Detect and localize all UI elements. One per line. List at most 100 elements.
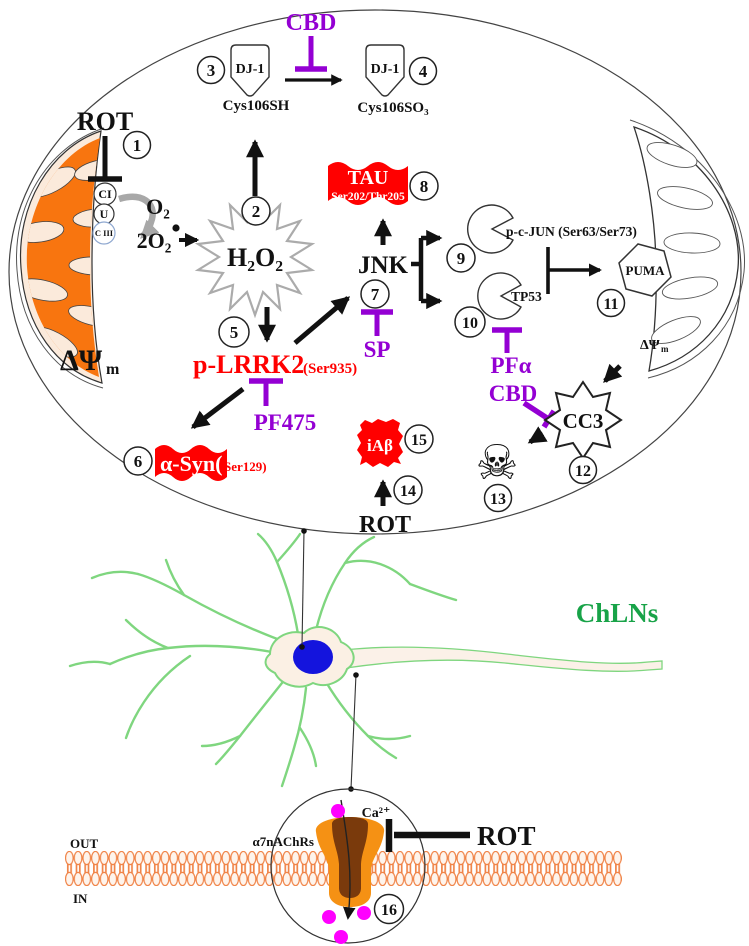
iab-node: iAβ ROT xyxy=(357,419,411,538)
puma-input-arrow xyxy=(546,247,602,294)
cys106sh-label: Cys106SH xyxy=(223,98,290,114)
rot-left-inhibitor: ROT xyxy=(77,107,133,182)
step-badge-3: 3 xyxy=(196,55,226,85)
step-badge-15: 15 xyxy=(404,424,434,454)
jnk-label: JNK xyxy=(358,252,409,279)
calcium-ions xyxy=(322,804,371,944)
asyn-flag xyxy=(155,445,227,481)
rot-left-label: ROT xyxy=(77,107,133,136)
asyn-label: α-Syn( xyxy=(160,451,222,476)
right-mito-cristae xyxy=(646,142,721,344)
puma-hexagon xyxy=(618,243,672,297)
sp-label: SP xyxy=(364,337,391,362)
grey-curved-arrow xyxy=(118,193,160,240)
out-label: OUT xyxy=(70,836,99,851)
tau-node: TAU Ser202/Thr205 xyxy=(328,162,408,205)
dj1-left-label: DJ-1 xyxy=(236,62,265,77)
arrow-mito-to-cc3 xyxy=(603,363,623,383)
svg-text:3: 3 xyxy=(207,61,216,80)
complex-III-label: C III xyxy=(95,228,114,238)
rot-iab-label: ROT xyxy=(359,512,411,538)
step-badge-7: 7 xyxy=(360,279,390,309)
svg-text:9: 9 xyxy=(457,249,466,268)
chlns-label: ChLNs xyxy=(576,598,659,628)
dj1-right-shape xyxy=(365,44,405,97)
left-mito-delta-psi-label: ΔΨ xyxy=(60,344,103,377)
step-badge-2: 2 xyxy=(241,196,271,226)
dj1-right-label: DJ-1 xyxy=(371,62,400,77)
axon xyxy=(343,646,663,672)
superoxide-generation: O₂ 2O₂ xyxy=(118,193,200,253)
h2o2-star-shape xyxy=(194,195,316,319)
step-badge-16: 16 xyxy=(373,893,405,925)
svg-text:15: 15 xyxy=(411,432,427,449)
step-badge-5: 5 xyxy=(218,316,250,348)
jnk-branch-arrows xyxy=(411,229,443,310)
h2o2-label: H₂O₂ xyxy=(227,243,283,272)
dj1-left-shape xyxy=(230,44,270,97)
step-badge-8: 8 xyxy=(409,171,439,201)
dendrites xyxy=(68,532,458,788)
svg-text:13: 13 xyxy=(490,491,506,508)
pcjun-label: p-c-JUN (Ser63/Ser73) xyxy=(506,224,637,239)
svg-text:12: 12 xyxy=(575,463,591,480)
left-mito-delta-psi-sub: m xyxy=(106,361,120,378)
h2o2-burst: H₂O₂ xyxy=(194,195,316,319)
step-badge-11: 11 xyxy=(596,288,626,318)
tau-flag xyxy=(328,162,408,205)
receptor-label: α7nAChRs xyxy=(253,834,314,849)
tp53-pacman xyxy=(477,272,522,320)
svg-text:11: 11 xyxy=(603,296,618,313)
rot-bottom-inhibitor: ROT xyxy=(385,819,536,852)
nucleus xyxy=(293,640,333,674)
step-badge-4: 4 xyxy=(408,56,438,86)
arrow-lrrk2-to-jnk xyxy=(293,296,351,345)
p-lrrk2-site-label: (Ser935) xyxy=(303,361,357,377)
iab-jagged-shape xyxy=(357,419,403,467)
in-label: IN xyxy=(73,891,88,906)
o2-label: O₂ xyxy=(146,194,170,219)
receptor-channel xyxy=(332,817,368,898)
cell-membrane-ellipse xyxy=(8,9,742,535)
svg-text:4: 4 xyxy=(419,62,428,81)
tau-site-label: Ser202/Thr205 xyxy=(331,191,405,203)
cc3-node: CC3 xyxy=(543,380,623,460)
svg-text:1: 1 xyxy=(133,136,142,155)
puma-node: PUMA xyxy=(618,243,672,297)
svg-text:14: 14 xyxy=(400,483,416,500)
callout-connectors xyxy=(299,528,359,792)
dj1-section: CBD DJ-1 DJ-1 Cys106SH Cys106SO₃ xyxy=(223,10,429,116)
inset-circle xyxy=(270,788,426,944)
step-badge-14: 14 xyxy=(393,475,423,505)
right-mito-delta-psi-sub: m xyxy=(661,344,669,354)
step-badge-9: 9 xyxy=(446,243,476,273)
svg-text:8: 8 xyxy=(420,177,429,196)
svg-text:16: 16 xyxy=(381,902,397,919)
right-mito-delta-psi-label: ΔΨ xyxy=(640,338,660,353)
step-badge-12: 12 xyxy=(568,455,598,485)
asyn-site-label: Ser129) xyxy=(224,459,267,474)
pcjun-node: p-c-JUN (Ser63/Ser73) xyxy=(466,204,637,254)
left-mitochondrion: ΔΨ m CI U C III xyxy=(16,127,120,389)
superoxide-label: 2O₂ xyxy=(137,228,172,253)
complex-I-label: CI xyxy=(98,187,112,201)
svg-text:2: 2 xyxy=(252,202,261,221)
jnk-node: JNK SP xyxy=(358,218,443,362)
rot-bottom-label: ROT xyxy=(477,821,536,851)
svg-text:5: 5 xyxy=(230,323,239,342)
pfa-label: PFα xyxy=(491,353,532,378)
puma-label: PUMA xyxy=(626,263,666,278)
electron-transport-chain: CI U C III xyxy=(92,182,117,245)
svg-text:6: 6 xyxy=(134,452,143,471)
receptor-inset: Ca²⁺ α7nAChRs xyxy=(253,788,426,944)
pcjun-pacman xyxy=(466,204,514,254)
step-badge-10: 10 xyxy=(454,306,486,338)
cys106so3-label: Cys106SO₃ xyxy=(357,100,429,116)
skull-crossbones-icon: ☠ xyxy=(475,435,518,491)
tau-label: TAU xyxy=(348,167,389,189)
right-mitochondrion: ΔΨ m xyxy=(629,119,746,379)
tp53-node: TP53 PFα CBD xyxy=(477,272,557,429)
cbd-right-label: CBD xyxy=(489,381,538,406)
neuron: ChLNs xyxy=(68,532,663,788)
